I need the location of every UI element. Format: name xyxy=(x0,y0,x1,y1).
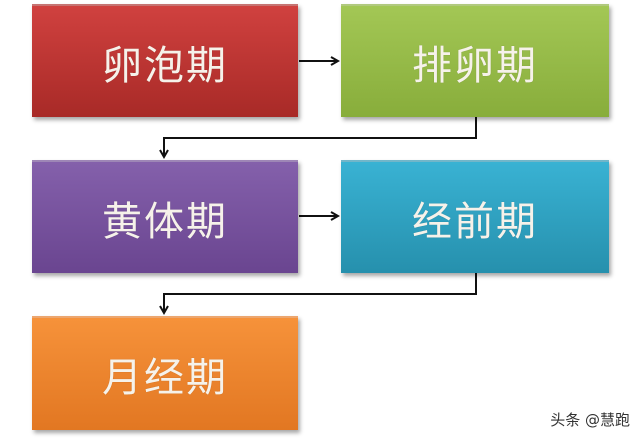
node-label: 排卵期 xyxy=(412,42,538,89)
node-label: 黄体期 xyxy=(102,198,228,245)
watermark: 头条 @慧跑 xyxy=(550,411,630,429)
node-luteal-phase: 黄体期 xyxy=(32,160,298,273)
node-premenstrual-phase: 经前期 xyxy=(341,160,609,273)
node-follicular-phase: 卵泡期 xyxy=(32,4,298,117)
node-menstrual-phase: 月经期 xyxy=(32,316,298,430)
arrow-n4-n5 xyxy=(164,273,477,313)
arrow-n2-n3 xyxy=(164,117,477,157)
node-label: 卵泡期 xyxy=(102,42,228,89)
node-ovulation-phase: 排卵期 xyxy=(341,4,609,117)
node-label: 月经期 xyxy=(102,355,228,401)
node-label: 经前期 xyxy=(412,198,538,245)
